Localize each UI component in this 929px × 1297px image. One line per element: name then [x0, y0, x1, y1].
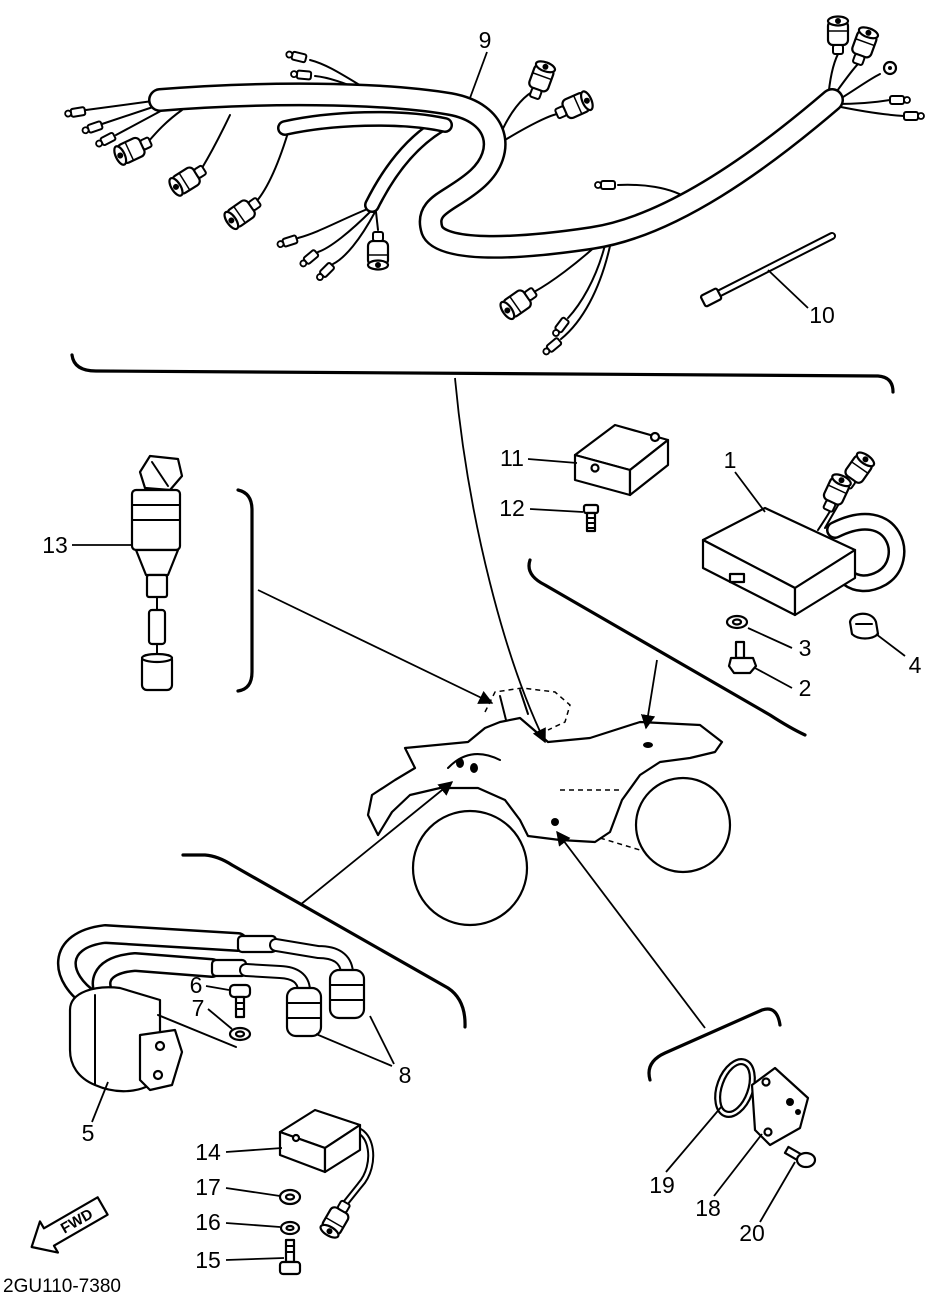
unit-14-bolt [278, 1238, 302, 1276]
harness-group-bracket [70, 353, 895, 394]
callout-4: 4 [909, 652, 922, 678]
harness-terminal [297, 248, 320, 270]
callout-12: 12 [499, 495, 525, 521]
drawing-code: 2GU110-7380 [3, 1276, 121, 1297]
harness-terminal [540, 336, 563, 358]
harness-terminal [289, 68, 313, 81]
callout-3: 3 [799, 635, 812, 661]
callout-13: 13 [42, 532, 68, 558]
o-ring [714, 1058, 756, 1118]
callout-1: 1 [724, 447, 737, 473]
main-switch [130, 454, 184, 692]
harness-terminal [275, 234, 299, 250]
callout-11: 11 [500, 445, 524, 471]
callout-17: 17 [195, 1174, 221, 1200]
callout-8: 8 [399, 1062, 412, 1088]
callout-19: 19 [649, 1172, 675, 1198]
sensor-screw [783, 1145, 817, 1169]
callout-5: 5 [82, 1120, 95, 1146]
atv-vehicle-outline [366, 687, 732, 927]
cdi-location-arrow [640, 659, 658, 730]
cdi-washer [725, 614, 749, 630]
sensor-plate [750, 1066, 810, 1147]
harness-terminal [284, 48, 308, 64]
harness-connector [165, 159, 211, 199]
wire-harness [63, 15, 925, 358]
fwd-arrow-icon: FWD [30, 1196, 109, 1254]
coil-location-mark [456, 758, 464, 768]
ignition-coil [57, 924, 278, 1093]
harness-terminal [903, 111, 925, 121]
callout-7: 7 [192, 995, 205, 1021]
coil-group-bracket [181, 853, 467, 1029]
cdi-bolt [727, 640, 758, 675]
coil-location-arrow [299, 781, 454, 906]
callout-15: 15 [195, 1247, 221, 1273]
switch-group-bracket [236, 488, 254, 693]
cdi-unit [701, 448, 906, 617]
sensor-location-arrow [556, 830, 706, 1029]
harness-terminal [93, 131, 118, 150]
leader-lines [72, 51, 906, 1261]
harness-connector [110, 131, 156, 168]
callout-6: 6 [190, 972, 203, 998]
cdi-group-bracket [527, 558, 807, 737]
callout-10: 10 [809, 302, 835, 328]
harness-ring-terminal [882, 60, 898, 76]
harness-connector [551, 88, 597, 125]
unit-14-spring-washer [279, 1220, 301, 1236]
harness-terminal [63, 105, 87, 119]
callout-18: 18 [695, 1195, 721, 1221]
plug-cap [269, 938, 366, 1020]
harness-connector [523, 58, 558, 103]
harness-terminal [889, 95, 911, 105]
unit-14 [278, 1108, 375, 1242]
harness-connector [220, 192, 266, 233]
cable-tie [699, 232, 836, 308]
callout-20: 20 [739, 1220, 765, 1246]
callout-2: 2 [799, 675, 812, 701]
sensor-group-bracket [647, 1007, 782, 1082]
harness-connector [826, 15, 850, 56]
harness-connector [366, 230, 390, 271]
harness-connector [496, 282, 542, 323]
relay-bolt [582, 503, 600, 533]
callout-16: 16 [195, 1209, 221, 1235]
relay-unit [573, 423, 670, 497]
plug-cap [239, 963, 323, 1038]
callout-9: 9 [479, 27, 492, 53]
coil-washer [228, 1026, 252, 1042]
harness-terminal [80, 119, 104, 137]
unit-14-washer [278, 1188, 302, 1206]
coil-bolt [228, 983, 252, 1019]
harness-terminal [594, 180, 616, 190]
switch-location-arrow [257, 589, 494, 704]
harness-terminal [313, 261, 336, 284]
harness-connector [846, 24, 881, 69]
cdi-location-mark [643, 742, 653, 748]
cdi-clamp [848, 612, 880, 640]
callout-14: 14 [195, 1139, 221, 1165]
sensor-location-mark [551, 818, 559, 826]
harness-location-arrow [454, 377, 546, 744]
